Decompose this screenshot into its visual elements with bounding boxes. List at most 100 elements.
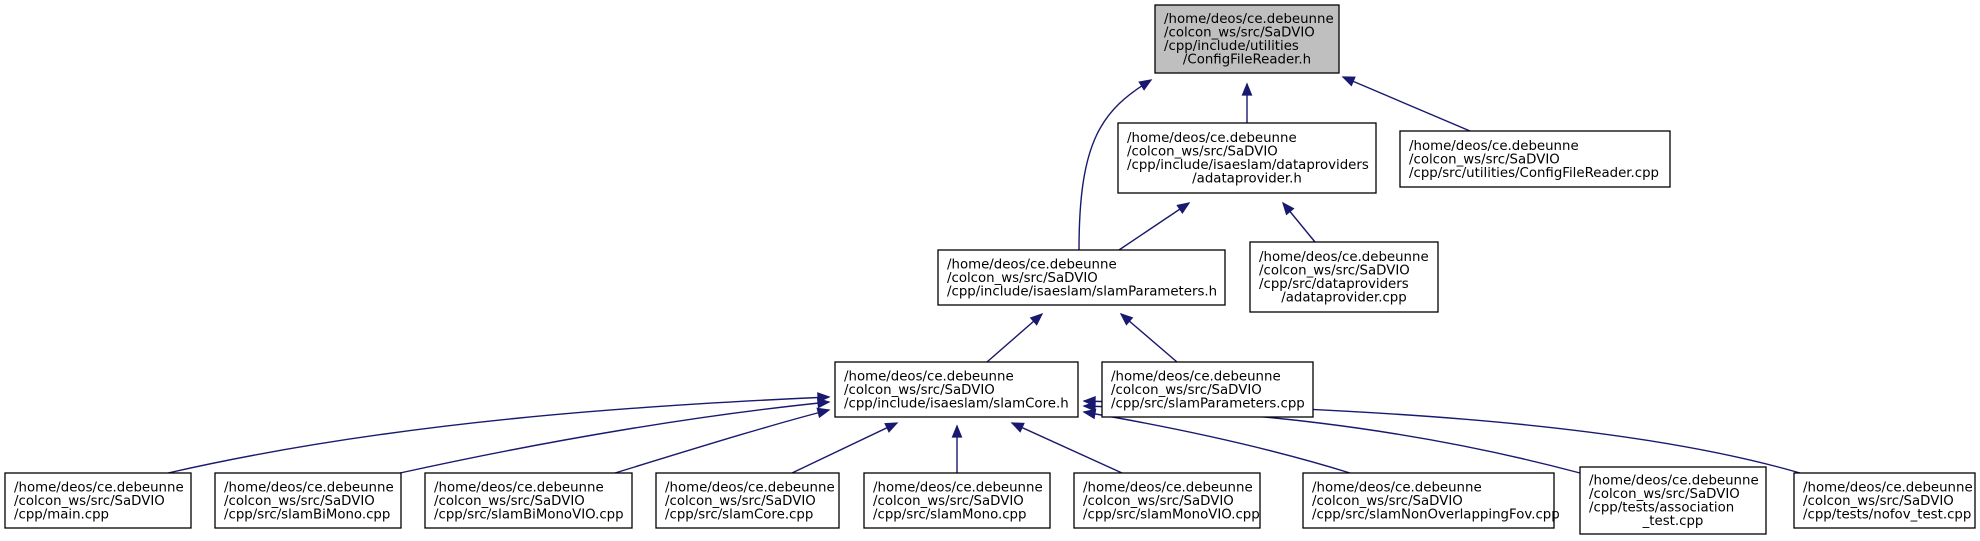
node-label-line: /colcon_ws/src/SaDVIO	[873, 494, 1024, 509]
node-label-line: /adataprovider.cpp	[1281, 291, 1406, 306]
edge-line	[1011, 422, 1123, 474]
edge-slambimonovio-cpp-to-slamcore-h	[614, 407, 831, 474]
node-label-line: /cpp/tests/association	[1589, 501, 1734, 516]
node-association-test-cpp[interactable]: /home/deos/ce.debeunne/colcon_ws/src/SaD…	[1579, 466, 1767, 535]
node-label-line: /home/deos/ce.debeunne	[224, 480, 394, 495]
node-label-line: /colcon_ws/src/SaDVIO	[1164, 26, 1315, 41]
node-label-line: /colcon_ws/src/SaDVIO	[14, 494, 165, 509]
edge-adataprovider-cpp-to-adataprovider-h	[1281, 201, 1316, 243]
node-slambimonovio-cpp[interactable]: /home/deos/ce.debeunne/colcon_ws/src/SaD…	[424, 472, 633, 529]
node-label-line: /colcon_ws/src/SaDVIO	[224, 494, 375, 509]
node-label-line: /home/deos/ce.debeunne	[1259, 250, 1429, 265]
node-label-line: /colcon_ws/src/SaDVIO	[1589, 487, 1740, 502]
edge-line	[399, 401, 830, 474]
node-label-line: /cpp/main.cpp	[14, 507, 109, 522]
node-label-line: /cpp/include/isaeslam/slamParameters.h	[947, 284, 1217, 299]
edge-slamparameters-h-to-configfilereader-h	[1078, 79, 1153, 251]
node-label-line: /colcon_ws/src/SaDVIO	[1083, 494, 1234, 509]
node-nofov-test-cpp[interactable]: /home/deos/ce.debeunne/colcon_ws/src/SaD…	[1793, 472, 1976, 529]
node-box	[1793, 472, 1976, 529]
edge-arrowhead	[1029, 312, 1044, 326]
edge-line	[1078, 79, 1152, 251]
edge-line	[986, 313, 1043, 363]
node-label-line: /colcon_ws/src/SaDVIO	[1409, 152, 1560, 167]
edge-arrowhead	[1241, 82, 1253, 96]
node-label-line: /colcon_ws/src/SaDVIO	[1127, 145, 1278, 160]
edge-line	[1083, 411, 1351, 474]
edge-arrowhead	[1010, 422, 1025, 433]
edge-slamnonoverlappingfov-cpp-to-slamcore-h	[1082, 408, 1351, 474]
node-label-line: /colcon_ws/src/SaDVIO	[665, 494, 816, 509]
node-slamcore-cpp[interactable]: /home/deos/ce.debeunne/colcon_ws/src/SaD…	[655, 472, 840, 529]
node-configfilereader-h[interactable]: /home/deos/ce.debeunne/colcon_ws/src/SaD…	[1154, 4, 1340, 74]
node-slamcore-h[interactable]: /home/deos/ce.debeunne/colcon_ws/src/SaD…	[834, 361, 1079, 418]
node-box	[1399, 130, 1671, 188]
node-label-line: /colcon_ws/src/SaDVIO	[844, 383, 995, 398]
node-label-line: /cpp/src/slamBiMonoVIO.cpp	[434, 507, 624, 522]
edge-arrowhead	[816, 407, 831, 419]
node-label-line: /cpp/src/slamBiMono.cpp	[224, 507, 390, 522]
node-label-line: /cpp/src/slamNonOverlappingFov.cpp	[1312, 507, 1560, 522]
node-box	[424, 472, 633, 529]
edge-line	[1342, 76, 1471, 132]
edge-slambimono-cpp-to-slamcore-h	[399, 397, 831, 474]
node-box	[937, 249, 1226, 306]
edge-line	[1118, 202, 1190, 251]
node-label-line: /colcon_ws/src/SaDVIO	[1803, 494, 1954, 509]
node-box	[863, 472, 1051, 529]
edge-arrowhead	[1082, 408, 1097, 420]
edge-arrowhead	[1281, 201, 1295, 216]
edge-slammono-cpp-to-slamcore-h	[951, 424, 963, 473]
edge-slamcore-h-to-slamparameters-h	[986, 312, 1044, 363]
node-slamparameters-cpp[interactable]: /home/deos/ce.debeunne/colcon_ws/src/SaD…	[1101, 361, 1314, 418]
node-label-line: /home/deos/ce.debeunne	[1083, 480, 1253, 495]
node-slambimono-cpp[interactable]: /home/deos/ce.debeunne/colcon_ws/src/SaD…	[214, 472, 402, 529]
edge-arrowhead	[816, 397, 831, 409]
edge-main-cpp-to-slamcore-h	[167, 392, 831, 474]
edge-arrowhead	[1082, 395, 1096, 407]
focus-node-box	[1154, 4, 1340, 74]
node-box	[1302, 472, 1555, 529]
node-label-line: /home/deos/ce.debeunne	[1111, 369, 1281, 384]
node-label-line: /home/deos/ce.debeunne	[1803, 480, 1973, 495]
node-box	[1101, 361, 1314, 418]
edge-slamcore-cpp-to-slamcore-h	[791, 422, 899, 474]
node-label-line: /ConfigFileReader.h	[1183, 53, 1311, 68]
node-label-line: /home/deos/ce.debeunne	[1312, 480, 1482, 495]
node-label-line: /home/deos/ce.debeunne	[873, 480, 1043, 495]
node-main-cpp[interactable]: /home/deos/ce.debeunne/colcon_ws/src/SaD…	[4, 472, 192, 529]
node-label-line: /home/deos/ce.debeunne	[1164, 12, 1334, 27]
edge-arrowhead	[1119, 312, 1134, 326]
node-label-line: /cpp/src/utilities/ConfigFileReader.cpp	[1409, 166, 1659, 181]
node-label-line: /home/deos/ce.debeunne	[1589, 474, 1759, 489]
node-label-line: /colcon_ws/src/SaDVIO	[1312, 494, 1463, 509]
node-adataprovider-cpp[interactable]: /home/deos/ce.debeunne/colcon_ws/src/SaD…	[1249, 241, 1439, 313]
node-box	[1579, 466, 1767, 535]
edge-line	[1120, 313, 1178, 363]
node-adataprovider-h[interactable]: /home/deos/ce.debeunne/colcon_ws/src/SaD…	[1117, 122, 1377, 194]
node-label-line: /cpp/include/isaeslam/slamCore.h	[844, 396, 1069, 411]
node-slamparameters-h[interactable]: /home/deos/ce.debeunne/colcon_ws/src/SaD…	[937, 249, 1226, 306]
node-label-line: /cpp/src/slamMono.cpp	[873, 507, 1026, 522]
edge-arrowhead	[951, 424, 963, 438]
node-label-line: /cpp/src/dataproviders	[1259, 277, 1409, 292]
node-label-line: /home/deos/ce.debeunne	[947, 257, 1117, 272]
node-label-line: /home/deos/ce.debeunne	[14, 480, 184, 495]
node-label-line: /colcon_ws/src/SaDVIO	[947, 271, 1098, 286]
node-configfilereader-cpp[interactable]: /home/deos/ce.debeunne/colcon_ws/src/SaD…	[1399, 130, 1671, 188]
edge-arrowhead	[1341, 76, 1356, 87]
node-slammono-cpp[interactable]: /home/deos/ce.debeunne/colcon_ws/src/SaD…	[863, 472, 1051, 529]
nodes-layer: /home/deos/ce.debeunne/colcon_ws/src/SaD…	[4, 4, 1976, 535]
node-box	[1073, 472, 1261, 529]
node-label-line: /home/deos/ce.debeunne	[434, 480, 604, 495]
node-box	[214, 472, 402, 529]
node-slamnonoverlappingfov-cpp[interactable]: /home/deos/ce.debeunne/colcon_ws/src/SaD…	[1302, 472, 1560, 529]
node-label-line: /cpp/tests/nofov_test.cpp	[1803, 507, 1971, 522]
edge-line	[614, 409, 830, 474]
node-box	[1117, 122, 1377, 194]
node-slammonovio-cpp[interactable]: /home/deos/ce.debeunne/colcon_ws/src/SaD…	[1073, 472, 1261, 529]
edge-arrowhead	[1176, 202, 1191, 214]
node-label-line: /cpp/src/slamMonoVIO.cpp	[1083, 507, 1260, 522]
edge-line	[167, 396, 830, 474]
